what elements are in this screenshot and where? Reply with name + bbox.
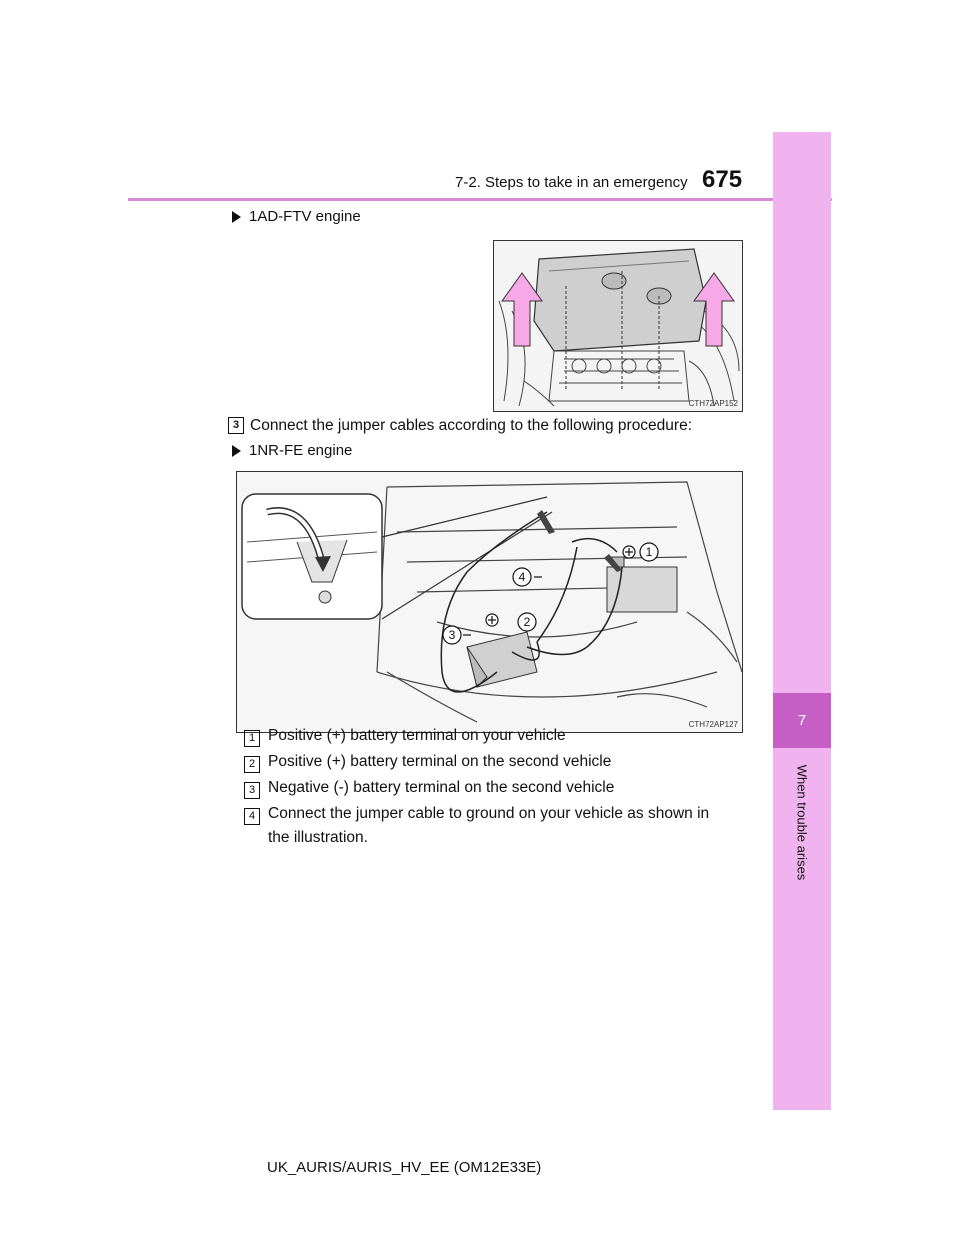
- bullet-1ad-ftv-label: 1AD-FTV engine: [249, 208, 361, 225]
- legend-number: 3: [244, 782, 260, 799]
- figure-code: CTH72AP127: [688, 720, 738, 729]
- callout-3: 3: [448, 628, 456, 642]
- legend-text: Positive (+) battery terminal on your ve…: [268, 727, 566, 744]
- engine-cover-illustration: [494, 241, 742, 411]
- legend-number: 2: [244, 756, 260, 773]
- callout-4: 4: [518, 570, 526, 584]
- legend-text: Negative (-) battery terminal on the sec…: [268, 779, 615, 796]
- step-number: 3: [228, 417, 244, 434]
- legend-text-continued: the illustration.: [268, 829, 368, 846]
- page-number: 675: [702, 166, 743, 193]
- engine-cover-figure: CTH72AP152: [493, 240, 743, 412]
- header-section-title: 7-2. Steps to take in an emergency: [455, 174, 688, 191]
- jumper-cable-figure: 1 2 3 4 CTH72AP127: [236, 471, 743, 733]
- legend-text: Connect the jumper cable to ground on yo…: [268, 805, 710, 822]
- chapter-title: When trouble arises: [773, 760, 831, 890]
- chapter-side-tab: [773, 132, 831, 1110]
- legend-number: 1: [244, 730, 260, 747]
- callout-1: 1: [645, 545, 653, 559]
- chapter-title-text: When trouble arises: [794, 764, 810, 881]
- bullet-1nr-fe-label: 1NR-FE engine: [249, 442, 353, 459]
- footer-document-code: UK_AURIS/AURIS_HV_EE (OM12E33E): [267, 1159, 542, 1176]
- legend-text: Positive (+) battery terminal on the sec…: [268, 753, 612, 770]
- bullet-1nr-fe: 1NR-FE engine: [232, 442, 352, 459]
- triangle-bullet-icon: [232, 210, 241, 223]
- step-3-text: Connect the jumper cables according to t…: [250, 417, 693, 434]
- jumper-cable-illustration: [237, 472, 742, 732]
- header-rule: [128, 198, 832, 201]
- legend-number: 4: [244, 808, 260, 825]
- callout-2: 2: [523, 615, 531, 629]
- bullet-1ad-ftv: 1AD-FTV engine: [232, 208, 361, 225]
- triangle-bullet-icon: [232, 444, 241, 457]
- figure-code: CTH72AP152: [688, 399, 738, 408]
- chapter-number: 7: [773, 693, 831, 748]
